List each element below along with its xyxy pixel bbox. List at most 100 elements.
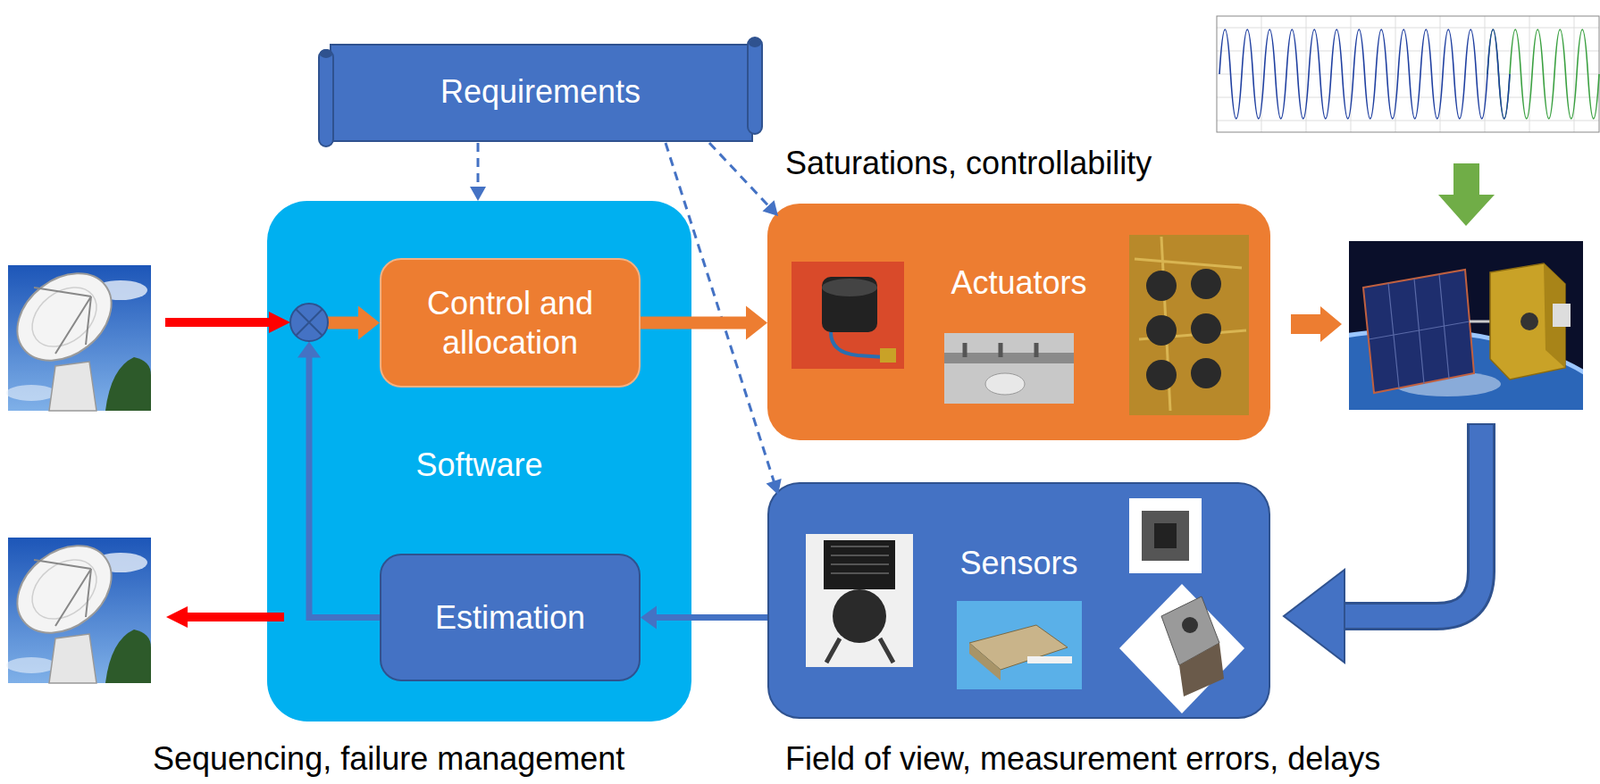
note-label: Sequencing, failure management (152, 739, 625, 779)
connector (709, 142, 779, 217)
satellite-photo (1368, 274, 1470, 389)
reaction-wheel-photo (821, 278, 878, 297)
telemetry-arrow (166, 606, 188, 629)
satellite-photo (1552, 303, 1571, 327)
sun-sensor-photo (1141, 510, 1190, 562)
telemetry-plot (1216, 16, 1600, 133)
gyro-photo (969, 643, 1001, 681)
gyro-photo (1027, 656, 1073, 664)
sun-sensor-photo (1154, 523, 1177, 549)
requirements-scroll: Requirements (318, 35, 763, 149)
magnetometer-photo (1179, 643, 1224, 697)
thruster-cluster-photo (1146, 360, 1177, 391)
scroll-outline (747, 37, 763, 135)
sun-sensor-photo (1129, 498, 1202, 574)
arrow-head (762, 200, 779, 217)
reaction-wheel-photo (879, 348, 897, 363)
magnetometer-photo (1119, 584, 1245, 714)
satellite-photo (1469, 320, 1491, 324)
magnetometer-photo (1119, 584, 1245, 714)
summing-junction (290, 303, 328, 342)
telemetry-arrow (166, 606, 285, 629)
arrow-head (469, 186, 486, 202)
connector-line (665, 142, 775, 485)
summing-junction (290, 303, 328, 342)
connector-line (640, 317, 751, 330)
node-text: Estimation (435, 598, 586, 637)
estimation-box: Estimation (379, 553, 641, 682)
motion-arrow (1340, 423, 1482, 617)
connector-line (309, 354, 380, 619)
disturbance-arrow (1438, 163, 1495, 227)
arrow-head (766, 478, 782, 495)
telecommand-arrow (268, 311, 291, 334)
thruster-cluster-photo (1190, 358, 1222, 389)
scroll-outline (319, 49, 333, 59)
motion-arrow (1340, 425, 1482, 617)
star-tracker-photo (826, 638, 894, 663)
connector-line (709, 142, 771, 209)
star-tracker-photo (832, 589, 887, 644)
telemetry-arrow (184, 612, 285, 622)
motion-arrow (1283, 569, 1345, 663)
connector-line (477, 142, 480, 190)
note-label: Field of view, measurement errors, delay… (785, 739, 1381, 779)
telemetry-plot (1216, 16, 1600, 133)
connector (640, 606, 768, 630)
connector (297, 306, 380, 619)
star-tracker-photo (830, 546, 889, 574)
scroll-outline (318, 50, 334, 147)
thruster-cluster-photo (1190, 313, 1222, 344)
arrow-head (640, 606, 657, 630)
satellite-photo (1348, 241, 1584, 411)
arrow-head (745, 306, 768, 341)
scroll-outline (330, 44, 753, 142)
star-tracker-photo (823, 540, 896, 590)
control-box: Control and allocation (379, 258, 641, 388)
sun-sensor-photo (1129, 498, 1202, 574)
connector (469, 142, 486, 202)
node-text: Software (415, 445, 543, 485)
node-text: Actuators (950, 263, 1087, 302)
telemetry-plot (1219, 29, 1510, 119)
arrow-head (297, 342, 321, 359)
gyro-photo (956, 601, 1082, 690)
antenna-photo (0, 527, 151, 684)
node-text: Requirements (440, 72, 641, 111)
reaction-wheel-photo (791, 261, 905, 369)
telemetry-plot (1487, 29, 1600, 119)
gyro-photo (956, 601, 1082, 690)
thruster-cluster-photo (1129, 234, 1249, 416)
connector-line (653, 614, 768, 621)
arrow-head (358, 306, 380, 341)
telecommand-arrow (165, 318, 273, 327)
connector (640, 306, 768, 341)
node-text: Sensors (959, 544, 1078, 583)
thruster-cluster-photo (1146, 270, 1177, 302)
thruster-cluster-photo (1146, 315, 1177, 346)
reaction-wheel-photo (830, 332, 885, 358)
satellite-photo (1363, 269, 1475, 394)
torque-arrow (1290, 306, 1342, 343)
thruster-cluster-photo (1134, 236, 1247, 411)
motion-arrow (1283, 423, 1482, 663)
thruster-cluster-photo (1129, 234, 1249, 416)
note-label: Saturations, controllability (785, 143, 1152, 183)
reaction-wheel-photo (821, 276, 878, 333)
scroll-outline (748, 38, 762, 48)
antenna-photo (0, 255, 151, 411)
node-text: Control and allocation (399, 284, 621, 361)
telemetry-plot (1206, 5, 1600, 143)
thruster-cluster-photo (1190, 268, 1222, 300)
thruster-photo (944, 333, 1074, 404)
software-box: Software Control and allocationEstimation (267, 201, 692, 722)
star-tracker-photo (805, 534, 914, 668)
connector-line (327, 317, 363, 330)
thruster-photo (944, 333, 1074, 404)
star-tracker-photo (805, 534, 914, 668)
magnetometer-photo (1181, 617, 1198, 634)
thruster-photo (985, 373, 1025, 395)
thruster-photo (964, 343, 1037, 358)
